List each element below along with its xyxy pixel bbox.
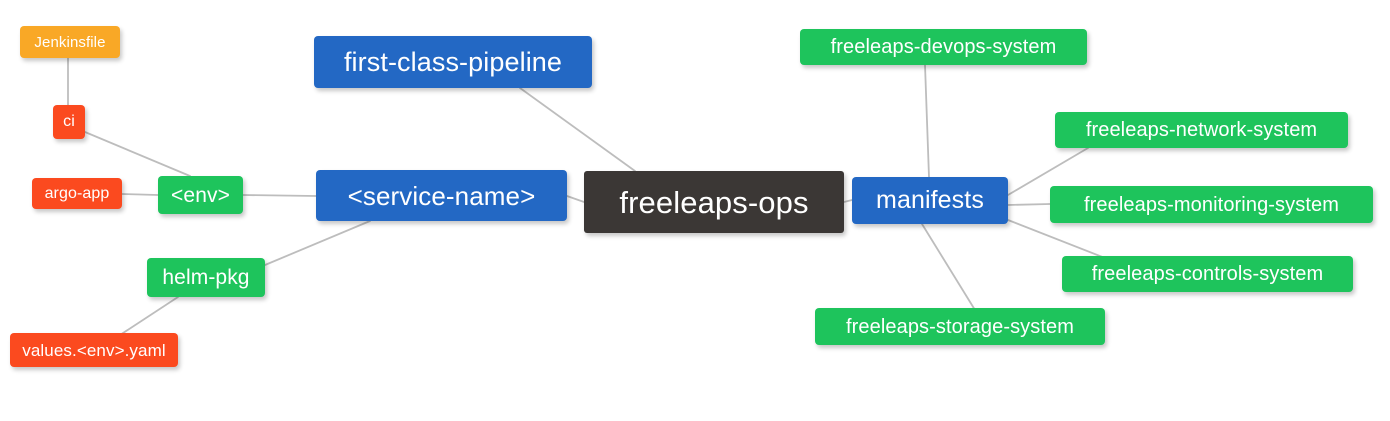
edge-manifests-to-freeleaps-monitoring-system [1007, 203, 1051, 206]
node-ci[interactable]: ci [53, 105, 85, 139]
edge-manifests-to-freeleaps-devops-system [924, 64, 930, 178]
edge-freeleaps-ops-to-manifests [843, 199, 853, 203]
node-label-helm-pkg: helm-pkg [162, 266, 250, 289]
edge-helm-pkg-to-values-env-yaml [119, 296, 179, 336]
node-label-values-env-yaml: values.<env>.yaml [22, 340, 166, 360]
node-label-service-name: <service-name> [347, 180, 536, 211]
node-env[interactable]: <env> [158, 176, 243, 214]
node-manifests[interactable]: manifests [852, 177, 1008, 224]
node-freeleaps-devops-system[interactable]: freeleaps-devops-system [800, 29, 1087, 65]
node-service-name[interactable]: <service-name> [316, 170, 567, 221]
node-freeleaps-network-system[interactable]: freeleaps-network-system [1055, 112, 1348, 148]
edge-manifests-to-freeleaps-storage-system [921, 223, 976, 311]
node-freeleaps-monitoring-system[interactable]: freeleaps-monitoring-system [1050, 186, 1373, 223]
node-helm-pkg[interactable]: helm-pkg [147, 258, 265, 297]
node-label-argo-app: argo-app [44, 184, 110, 202]
node-label-manifests: manifests [876, 186, 984, 214]
node-label-jenkinsfile: Jenkinsfile [34, 33, 106, 51]
node-label-freeleaps-monitoring-system: freeleaps-monitoring-system [1083, 193, 1339, 216]
edge-env-to-argo-app [121, 193, 159, 196]
node-jenkinsfile[interactable]: Jenkinsfile [20, 26, 120, 58]
edge-env-to-ci [84, 131, 191, 177]
edge-service-name-to-env [242, 194, 317, 197]
node-values-env-yaml[interactable]: values.<env>.yaml [10, 333, 178, 367]
edge-freeleaps-ops-to-first-class-pipeline [519, 87, 636, 172]
node-first-class-pipeline[interactable]: first-class-pipeline [314, 36, 592, 88]
node-label-env: <env> [171, 183, 230, 207]
node-label-first-class-pipeline: first-class-pipeline [343, 46, 563, 77]
node-label-freeleaps-devops-system: freeleaps-devops-system [830, 36, 1057, 58]
node-freeleaps-ops[interactable]: freeleaps-ops [584, 171, 844, 233]
node-argo-app[interactable]: argo-app [32, 178, 122, 209]
node-label-freeleaps-storage-system: freeleaps-storage-system [845, 315, 1075, 338]
node-freeleaps-controls-system[interactable]: freeleaps-controls-system [1062, 256, 1353, 292]
edge-freeleaps-ops-to-service-name [566, 195, 585, 203]
node-label-freeleaps-ops: freeleaps-ops [619, 184, 809, 220]
node-label-freeleaps-network-system: freeleaps-network-system [1085, 119, 1318, 141]
node-freeleaps-storage-system[interactable]: freeleaps-storage-system [815, 308, 1105, 345]
edge-manifests-to-freeleaps-controls-system [1007, 219, 1106, 259]
edge-service-name-to-helm-pkg [264, 220, 371, 266]
node-label-ci: ci [63, 113, 75, 130]
node-label-freeleaps-controls-system: freeleaps-controls-system [1091, 263, 1324, 285]
